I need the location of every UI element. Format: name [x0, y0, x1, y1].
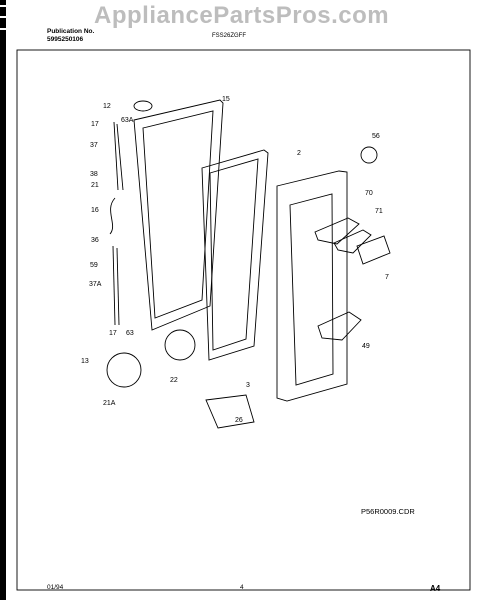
callout-label: 59 — [90, 262, 98, 269]
footer-page-number: 4 — [240, 584, 244, 591]
shelf-part — [314, 217, 360, 245]
footer-section: A4 — [430, 584, 441, 593]
callout-label: 15 — [222, 96, 230, 103]
page-edge-mark — [0, 28, 6, 30]
callout-label: 12 — [103, 103, 111, 110]
callout-label: 37 — [90, 142, 98, 149]
bin-part — [356, 235, 391, 265]
callout-label: 37A — [89, 281, 102, 288]
drawing-frame — [16, 49, 471, 591]
refrigerator-door-exploded-view — [16, 49, 471, 591]
rod-part — [116, 123, 124, 191]
callout-label: 71 — [375, 208, 383, 215]
door-liner-part — [276, 170, 348, 402]
door-frame-inner — [142, 110, 214, 319]
page-edge-mark — [0, 16, 6, 18]
publication-number: 5995250106 — [47, 36, 84, 43]
cap-part — [133, 100, 153, 112]
footer-date: 01/94 — [47, 584, 64, 591]
rod-part — [113, 121, 119, 191]
callout-label: 22 — [170, 377, 178, 384]
callout-label: 26 — [235, 417, 243, 424]
callout-label: 36 — [91, 237, 99, 244]
callout-label: 63A — [121, 117, 134, 124]
page-edge-mark — [0, 5, 6, 7]
callout-label: 49 — [362, 343, 370, 350]
door-frame-part — [133, 99, 224, 331]
callout-label: 63 — [126, 330, 134, 337]
callout-label: 3 — [246, 382, 250, 389]
hinge-detail — [106, 352, 142, 388]
callout-label: 17 — [91, 121, 99, 128]
tray-part — [205, 394, 255, 429]
callout-label: 16 — [91, 207, 99, 214]
callout-label: 70 — [365, 190, 373, 197]
callout-label: 7 — [385, 274, 389, 281]
callout-label: 38 — [90, 171, 98, 178]
shelf-part — [317, 311, 362, 341]
door-liner-inner — [289, 193, 334, 386]
drawing-file-name: P56R0009.CDR — [361, 507, 415, 516]
callout-label: 21A — [103, 400, 116, 407]
callout-label: 21 — [91, 182, 99, 189]
model-number: FSS26ZGFF — [212, 33, 247, 39]
parts-diagram-sheet: AppliancePartsPros.com Publication No. 5… — [6, 0, 481, 600]
rod-part — [116, 247, 120, 326]
callout-label: 13 — [81, 358, 89, 365]
publication-label: Publication No. — [47, 28, 95, 35]
door-panel-part — [201, 149, 269, 361]
hinge-detail — [164, 329, 196, 361]
callout-label: 56 — [372, 133, 380, 140]
watermark: AppliancePartsPros.com — [94, 2, 390, 29]
rod-part — [112, 245, 116, 326]
wire-part — [109, 197, 116, 235]
screw-part — [360, 146, 378, 164]
callout-label: 2 — [297, 150, 301, 157]
callout-label: 17 — [109, 330, 117, 337]
door-panel-inner — [209, 158, 259, 351]
